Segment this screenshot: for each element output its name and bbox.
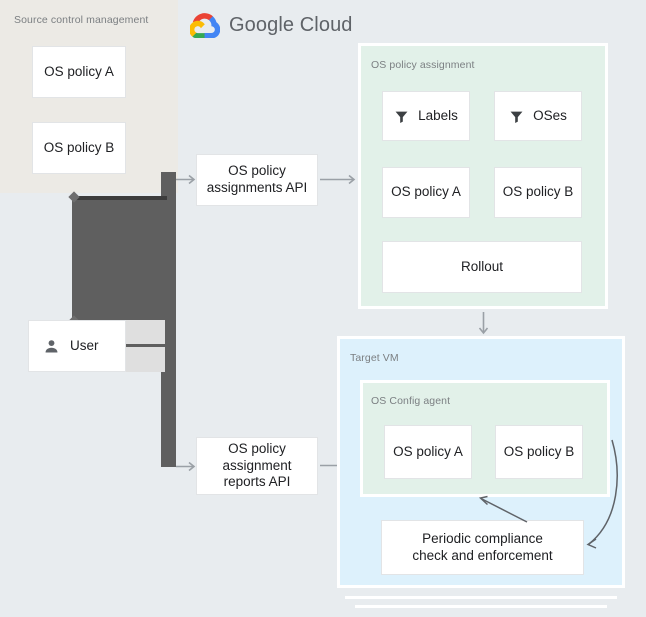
agent-os-policy-a-card: OS policy A xyxy=(384,425,472,479)
agent-os-policy-b-card: OS policy B xyxy=(495,425,583,479)
agent-os-policy-a-label: OS policy A xyxy=(393,443,463,459)
agent-os-policy-b-label: OS policy B xyxy=(503,443,575,459)
os-policy-assignment-label: OS policy assignment xyxy=(371,59,475,71)
person-icon xyxy=(45,339,58,353)
oses-filter-card: OSes xyxy=(494,91,582,141)
google-cloud-wordmark: Google Cloud xyxy=(229,14,353,37)
labels-filter-card: Labels xyxy=(382,91,470,141)
rollout-card: Rollout xyxy=(382,241,582,293)
brand-google-text: Google xyxy=(229,13,295,36)
assignment-os-policy-b-label: OS policy B xyxy=(502,184,574,200)
user-label: User xyxy=(70,337,99,353)
os-policy-assignment-reports-api-label: OS policy assignment reports API xyxy=(222,440,292,490)
user-card: User xyxy=(28,320,126,372)
user-connector-block xyxy=(72,199,167,322)
scm-os-policy-b-card: OS policy B xyxy=(32,122,126,174)
filter-icon xyxy=(510,111,523,123)
scm-os-policy-b-label: OS policy B xyxy=(43,139,115,155)
os-config-agent-label: OS Config agent xyxy=(371,395,451,407)
periodic-compliance-label: Periodic compliance check and enforcemen… xyxy=(412,530,553,563)
arrow-assignment-panel-to-target-vm xyxy=(478,312,489,335)
brand-cloud-text: Cloud xyxy=(299,13,353,36)
oses-filter-label: OSes xyxy=(533,107,567,123)
os-policy-assignment-reports-api-card: OS policy assignment reports API xyxy=(196,437,318,495)
user-connector-block-top-edge xyxy=(76,196,167,200)
target-vm-label: Target VM xyxy=(350,352,399,364)
periodic-compliance-card: Periodic compliance check and enforcemen… xyxy=(381,520,584,575)
google-cloud-logo: Google Cloud xyxy=(190,12,353,38)
scm-os-policy-a-card: OS policy A xyxy=(32,46,126,98)
target-vm-stack-line-2 xyxy=(355,605,607,608)
os-policy-assignments-api-label: OS policy assignments API xyxy=(206,163,308,195)
os-policy-assignments-api-card: OS policy assignments API xyxy=(196,154,318,206)
scm-os-policy-a-label: OS policy A xyxy=(44,63,114,79)
labels-filter-label: Labels xyxy=(418,107,458,123)
google-cloud-logo-icon xyxy=(190,13,220,38)
assignment-os-policy-a-label: OS policy A xyxy=(391,184,461,200)
assignment-os-policy-b-card: OS policy B xyxy=(494,167,582,218)
filter-icon xyxy=(395,111,408,123)
source-control-management-label: Source control management xyxy=(14,14,149,26)
assignment-os-policy-a-card: OS policy A xyxy=(382,167,470,218)
user-connector-gray-block-divider xyxy=(125,344,165,347)
target-vm-stack-line-1 xyxy=(345,596,617,599)
arrow-assignments-api-to-assignment-panel xyxy=(320,174,356,185)
rollout-label: Rollout xyxy=(460,258,504,274)
